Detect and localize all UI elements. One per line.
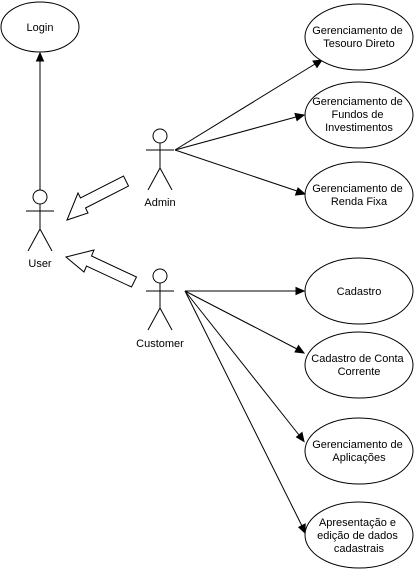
use-case-aplicacoes: Gerenciamento de Aplicações [304,417,414,485]
arrowhead-contacorrente [294,344,306,354]
actor-user-head [32,189,48,205]
use-case-conta-corrente: Cadastro de Conta Corrente [304,331,414,399]
arrowhead-fundos [294,112,306,122]
use-case-conta-corrente-line-1: Cadastro de Conta [311,353,404,365]
arrowhead-login [35,51,45,62]
use-case-aplicacoes-line-2: Aplicações [332,452,386,464]
use-case-apresentacao-text: Apresentação e edição de dados cadastrai… [317,517,401,555]
use-case-conta-corrente-text: Cadastro de Conta Corrente [311,353,406,378]
assoc-admin-fundos [174,116,297,151]
use-case-aplicacoes-line-1: Gerenciamento de [312,439,403,451]
use-case-cadastro-line-1: Cadastro [337,286,382,298]
generalization-arrow-customer [64,249,138,288]
actor-customer-leg-left [147,307,161,331]
use-case-fundos-line-2: Fundos de [331,109,383,121]
use-case-renda-fixa-text: Gerenciamento de Renda Fixa [312,183,406,208]
use-case-tesouro-direto-text: Gerenciamento de Tesouro Direto [312,25,406,50]
actor-customer-leg-right [159,307,173,331]
use-case-login: Login [0,1,80,53]
actor-admin-leg-right [159,167,173,191]
actor-user: User [26,189,54,270]
actor-admin-label: Admin [144,197,175,209]
use-case-login-text: Login [27,22,54,34]
use-case-login-line-1: Login [27,22,54,34]
use-case-conta-corrente-ellipse [304,331,414,399]
actor-admin-head [152,128,168,144]
use-case-login-ellipse [0,1,80,53]
use-case-cadastro-ellipse [304,257,414,325]
generalization-arrow-admin [66,175,130,221]
assoc-admin-rendafixa [174,149,298,192]
actor-user-label: User [28,258,52,270]
arrowhead-tesouro [312,59,324,69]
use-case-aplicacoes-text: Gerenciamento de Aplicações [312,439,406,464]
actor-user-leg-right [39,228,53,252]
use-case-fundos-investimentos: Gerenciamento de Fundos de Investimentos [304,81,414,149]
use-case-fundos-line-3: Investimentos [325,122,393,134]
use-case-fundos-line-1: Gerenciamento de [312,96,403,108]
arrowhead-rendafixa [294,187,307,196]
actor-admin: Admin [144,128,176,209]
use-case-renda-fixa-ellipse [304,161,414,229]
use-case-cadastro-text: Cadastro [337,286,382,298]
arrowhead-cadastro [295,286,306,296]
assoc-customer-apresentacao [184,290,303,527]
use-case-tesouro-direto: Gerenciamento de Tesouro Direto [304,3,414,71]
use-case-renda-fixa-line-1: Gerenciamento de [312,183,403,195]
actor-customer-head [152,268,168,284]
arrowhead-aplicacoes [295,431,305,443]
use-case-apresentacao-line-3: cadastrais [334,543,385,555]
use-case-apresentacao-ellipse [304,501,414,569]
actor-customer: Customer [136,268,184,350]
assoc-customer-aplicacoes [184,290,300,436]
actor-admin-leg-left [147,167,161,191]
assoc-admin-tesouro [174,63,316,151]
actor-user-leg-left [27,228,41,252]
use-case-fundos-investimentos-ellipse [304,81,414,149]
assoc-customer-contacorrente [184,290,298,350]
use-case-tesouro-direto-line-2: Tesouro Direto [323,38,395,50]
use-case-cadastro: Cadastro [304,257,414,325]
use-case-conta-corrente-line-2: Corrente [338,366,381,378]
use-case-fundos-investimentos-text: Gerenciamento de Fundos de Investimentos [312,96,406,134]
actor-customer-label: Customer [136,338,184,350]
use-case-tesouro-direto-line-1: Gerenciamento de [312,25,403,37]
use-case-renda-fixa: Gerenciamento de Renda Fixa [304,161,414,229]
use-case-renda-fixa-line-2: Renda Fixa [331,196,388,208]
arrowhead-apresentacao [297,523,306,535]
associations [35,51,324,535]
use-case-apresentacao: Apresentação e edição de dados cadastrai… [304,501,414,569]
use-case-apresentacao-line-1: Apresentação e [319,517,396,529]
use-case-apresentacao-line-2: edição de dados [317,530,398,542]
use-case-tesouro-direto-ellipse [304,3,414,71]
use-case-aplicacoes-ellipse [304,417,414,485]
